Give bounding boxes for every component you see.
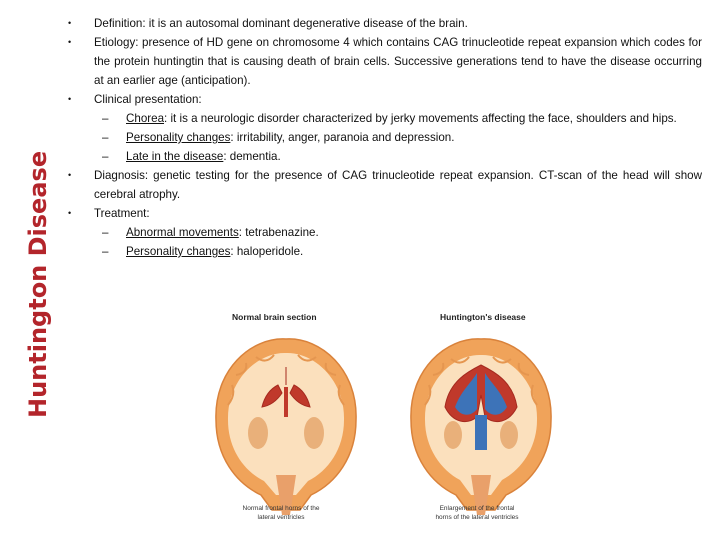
slide-title: Huntington Disease <box>24 150 52 418</box>
treatment-desc: : tetrabenazine. <box>238 226 319 239</box>
bullet-dot-icon: • <box>68 94 72 104</box>
clinical-item-personality: – Personality changes: irritability, ang… <box>68 128 702 147</box>
treatment-item-movements: – Abnormal movements: tetrabenazine. <box>68 223 702 242</box>
clinical-desc: : irritability, anger, paranoia and depr… <box>230 131 455 144</box>
clinical-heading: Clinical presentation: <box>94 93 202 106</box>
clinical-item-late: – Late in the disease: dementia. <box>68 147 702 166</box>
treatment-heading: Treatment: <box>94 207 150 220</box>
bullet-diagnosis: • Diagnosis: genetic testing for the pre… <box>68 166 702 204</box>
clinical-item-chorea: – Chorea: it is a neurologic disorder ch… <box>68 109 702 128</box>
huntington-brain-caption: Enlargement of the frontal horns of the … <box>435 505 519 521</box>
clinical-desc: : dementia. <box>223 150 281 163</box>
bullet-definition: • Definition: it is an autosomal dominan… <box>68 14 702 33</box>
dash-icon: – <box>102 131 109 144</box>
dash-icon: – <box>102 112 109 125</box>
dash-icon: – <box>102 226 109 239</box>
etiology-text: Etiology: presence of HD gene on chromos… <box>94 36 702 87</box>
treatment-desc: : haloperidole. <box>230 245 304 258</box>
normal-brain-caption: Normal frontal horns of the lateral vent… <box>242 505 320 521</box>
treatment-item-personality: – Personality changes: haloperidole. <box>68 242 702 261</box>
treatment-term: Personality changes <box>126 245 231 258</box>
normal-brain-title: Normal brain section <box>232 312 317 322</box>
clinical-desc: : it is a neurologic disorder characteri… <box>164 112 677 125</box>
clinical-term: Chorea <box>126 112 165 125</box>
huntington-brain-section <box>410 338 552 515</box>
dash-icon: – <box>102 150 109 163</box>
bullet-treatment: • Treatment: <box>68 204 702 223</box>
brain-sections-illustration <box>215 338 552 515</box>
huntington-brain-title: Huntington's disease <box>440 312 526 322</box>
clinical-term: Personality changes <box>126 131 231 144</box>
normal-brain-section <box>215 338 357 515</box>
bullet-clinical: • Clinical presentation: <box>68 90 702 109</box>
clinical-term: Late in the disease <box>126 150 224 163</box>
slide-content: • Definition: it is an autosomal dominan… <box>68 14 702 261</box>
brain-comparison-figure: Normal brain section Huntington's diseas… <box>196 300 556 525</box>
definition-text: Definition: it is an autosomal dominant … <box>94 17 468 30</box>
bullet-dot-icon: • <box>68 37 72 47</box>
dash-icon: – <box>102 245 109 258</box>
bullet-dot-icon: • <box>68 18 72 28</box>
treatment-term: Abnormal movements <box>126 226 239 239</box>
bullet-dot-icon: • <box>68 208 72 218</box>
bullet-dot-icon: • <box>68 170 72 180</box>
bullet-etiology: • Etiology: presence of HD gene on chrom… <box>68 33 702 90</box>
diagnosis-text: Diagnosis: genetic testing for the prese… <box>94 169 702 201</box>
